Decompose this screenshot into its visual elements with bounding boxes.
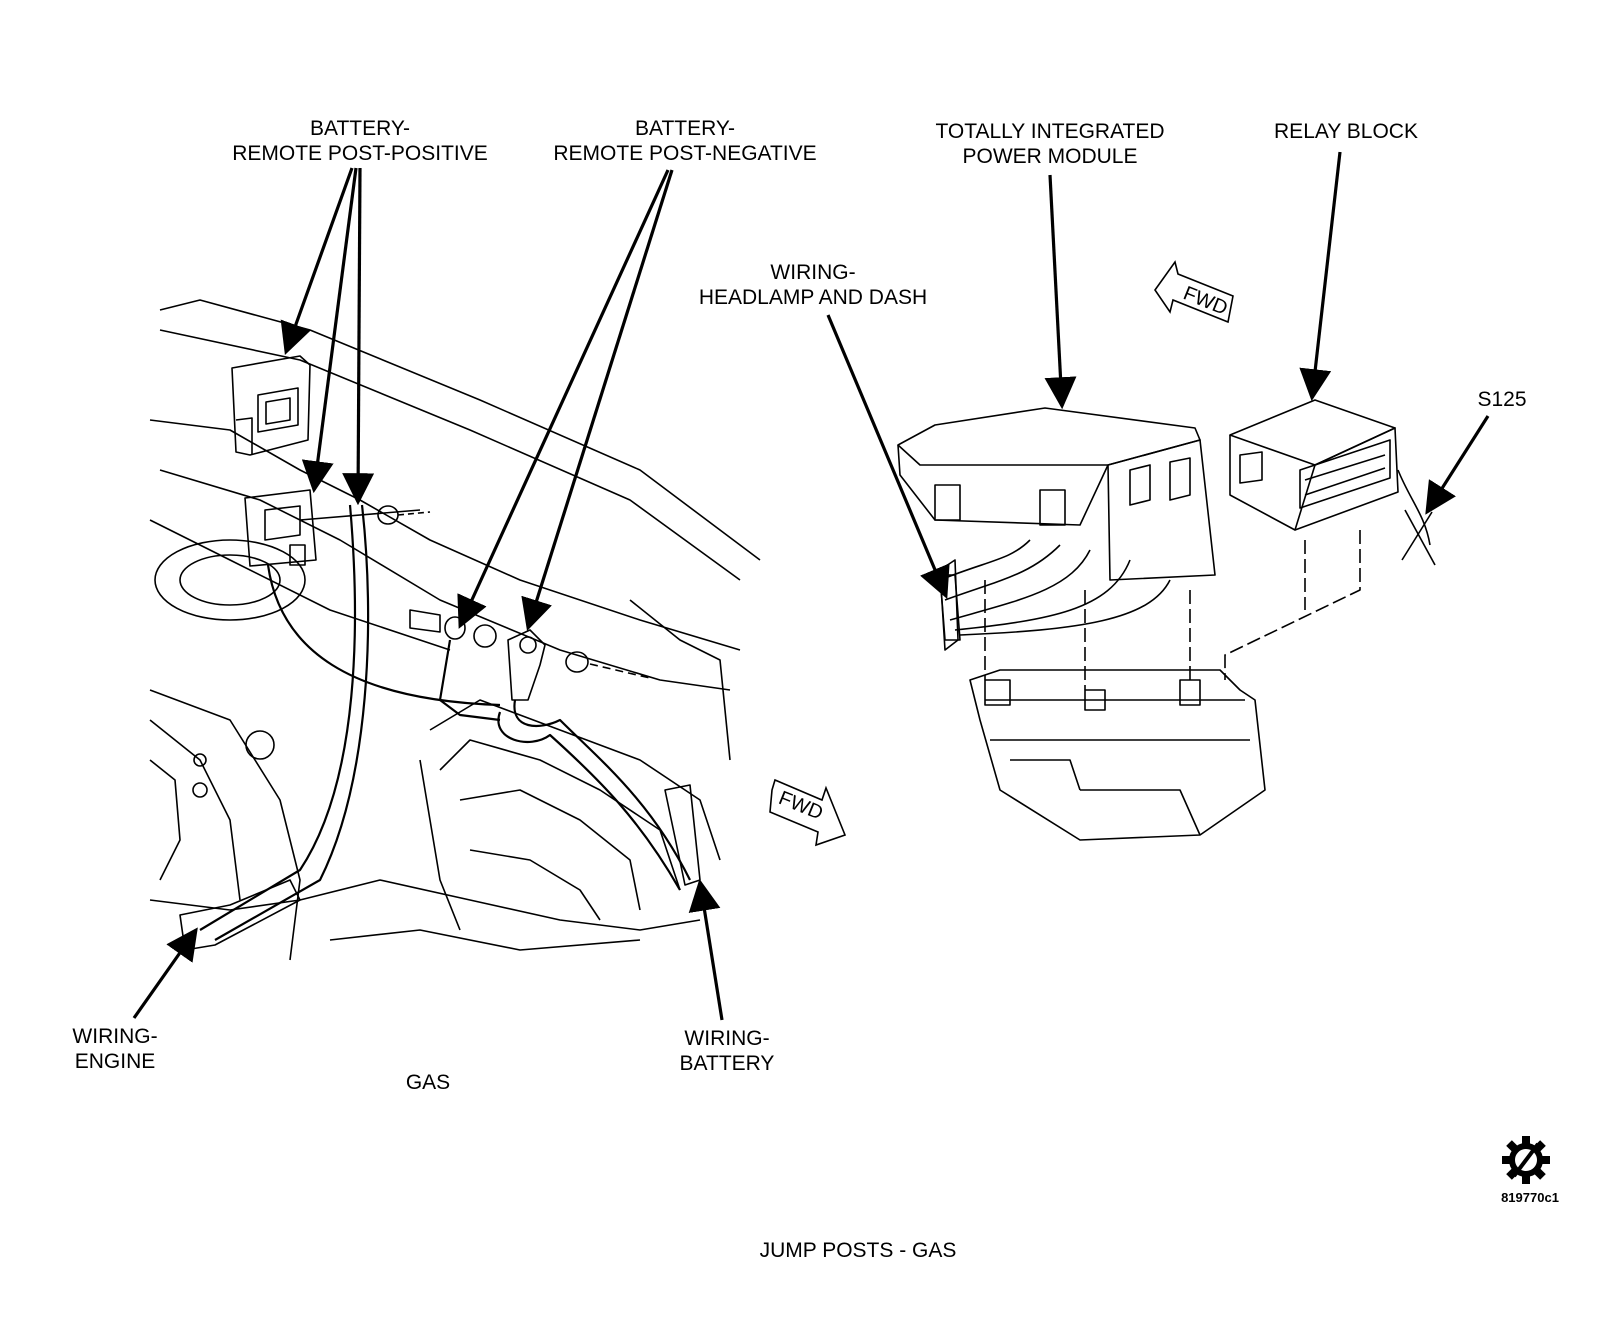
figure-caption: JUMP POSTS - GAS bbox=[700, 1238, 1016, 1263]
leader-s125 bbox=[1425, 415, 1490, 515]
leader-positive-3 bbox=[342, 167, 375, 506]
label-battery-line-1: WIRING- bbox=[684, 1027, 770, 1050]
figure-id: 819770c1 bbox=[1490, 1190, 1570, 1205]
label-negative-line-2: REMOTE POST-NEGATIVE bbox=[553, 142, 817, 165]
label-battery-remote-post-negative: BATTERY- REMOTE POST-NEGATIVE bbox=[536, 116, 834, 166]
label-positive-line-1: BATTERY- bbox=[310, 117, 410, 140]
label-wiring-battery: WIRING- BATTERY bbox=[668, 1026, 786, 1076]
leader-arrows bbox=[132, 151, 1490, 1021]
label-battery-line-2: BATTERY bbox=[679, 1052, 775, 1075]
label-wiring-engine: WIRING- ENGINE bbox=[60, 1024, 170, 1074]
label-engine-line-2: ENGINE bbox=[74, 1050, 156, 1073]
label-relay-block-text: RELAY BLOCK bbox=[1274, 120, 1418, 143]
leader-relay-block bbox=[1299, 151, 1342, 402]
label-totally-integrated-power-module: TOTALLY INTEGRATED POWER MODULE bbox=[918, 119, 1182, 169]
label-tipm-line-1: TOTALLY INTEGRATED bbox=[935, 120, 1165, 143]
label-wiring-headlamp-and-dash: WIRING- HEADLAMP AND DASH bbox=[684, 260, 942, 310]
leader-positive-1 bbox=[280, 167, 354, 356]
label-gas-text: GAS bbox=[405, 1071, 451, 1094]
leader-headlamp-dash bbox=[826, 314, 950, 599]
label-positive-line-2: REMOTE POST-POSITIVE bbox=[232, 142, 488, 165]
figure-caption-text: JUMP POSTS - GAS bbox=[759, 1239, 957, 1262]
leader-wiring-engine bbox=[132, 927, 198, 1019]
label-engine-line-1: WIRING- bbox=[72, 1025, 158, 1048]
leader-wiring-battery bbox=[688, 878, 724, 1021]
label-negative-line-1: BATTERY- bbox=[635, 117, 735, 140]
label-s125: S125 bbox=[1470, 387, 1534, 412]
fwd-arrow-upper bbox=[1154, 260, 1234, 324]
leader-tipm bbox=[1044, 174, 1077, 410]
fwd-arrow-lower bbox=[769, 778, 847, 847]
tipm-relay-view bbox=[897, 399, 1436, 841]
leader-negative-1 bbox=[457, 169, 670, 629]
label-tipm-line-2: POWER MODULE bbox=[962, 145, 1138, 168]
label-headlamp-line-1: WIRING- bbox=[770, 261, 856, 284]
label-gas: GAS bbox=[388, 1070, 468, 1095]
label-headlamp-line-2: HEADLAMP AND DASH bbox=[698, 286, 928, 309]
leader-negative-2 bbox=[521, 169, 674, 632]
label-battery-remote-post-positive: BATTERY- REMOTE POST-POSITIVE bbox=[218, 116, 502, 166]
label-relay-block: RELAY BLOCK bbox=[1262, 119, 1430, 144]
gear-with-slash-icon bbox=[1502, 1136, 1550, 1184]
leader-positive-2 bbox=[301, 167, 358, 494]
figure-id-text: 819770c1 bbox=[1501, 1190, 1559, 1205]
label-s125-text: S125 bbox=[1477, 388, 1527, 411]
engine-compartment-view bbox=[149, 299, 761, 961]
